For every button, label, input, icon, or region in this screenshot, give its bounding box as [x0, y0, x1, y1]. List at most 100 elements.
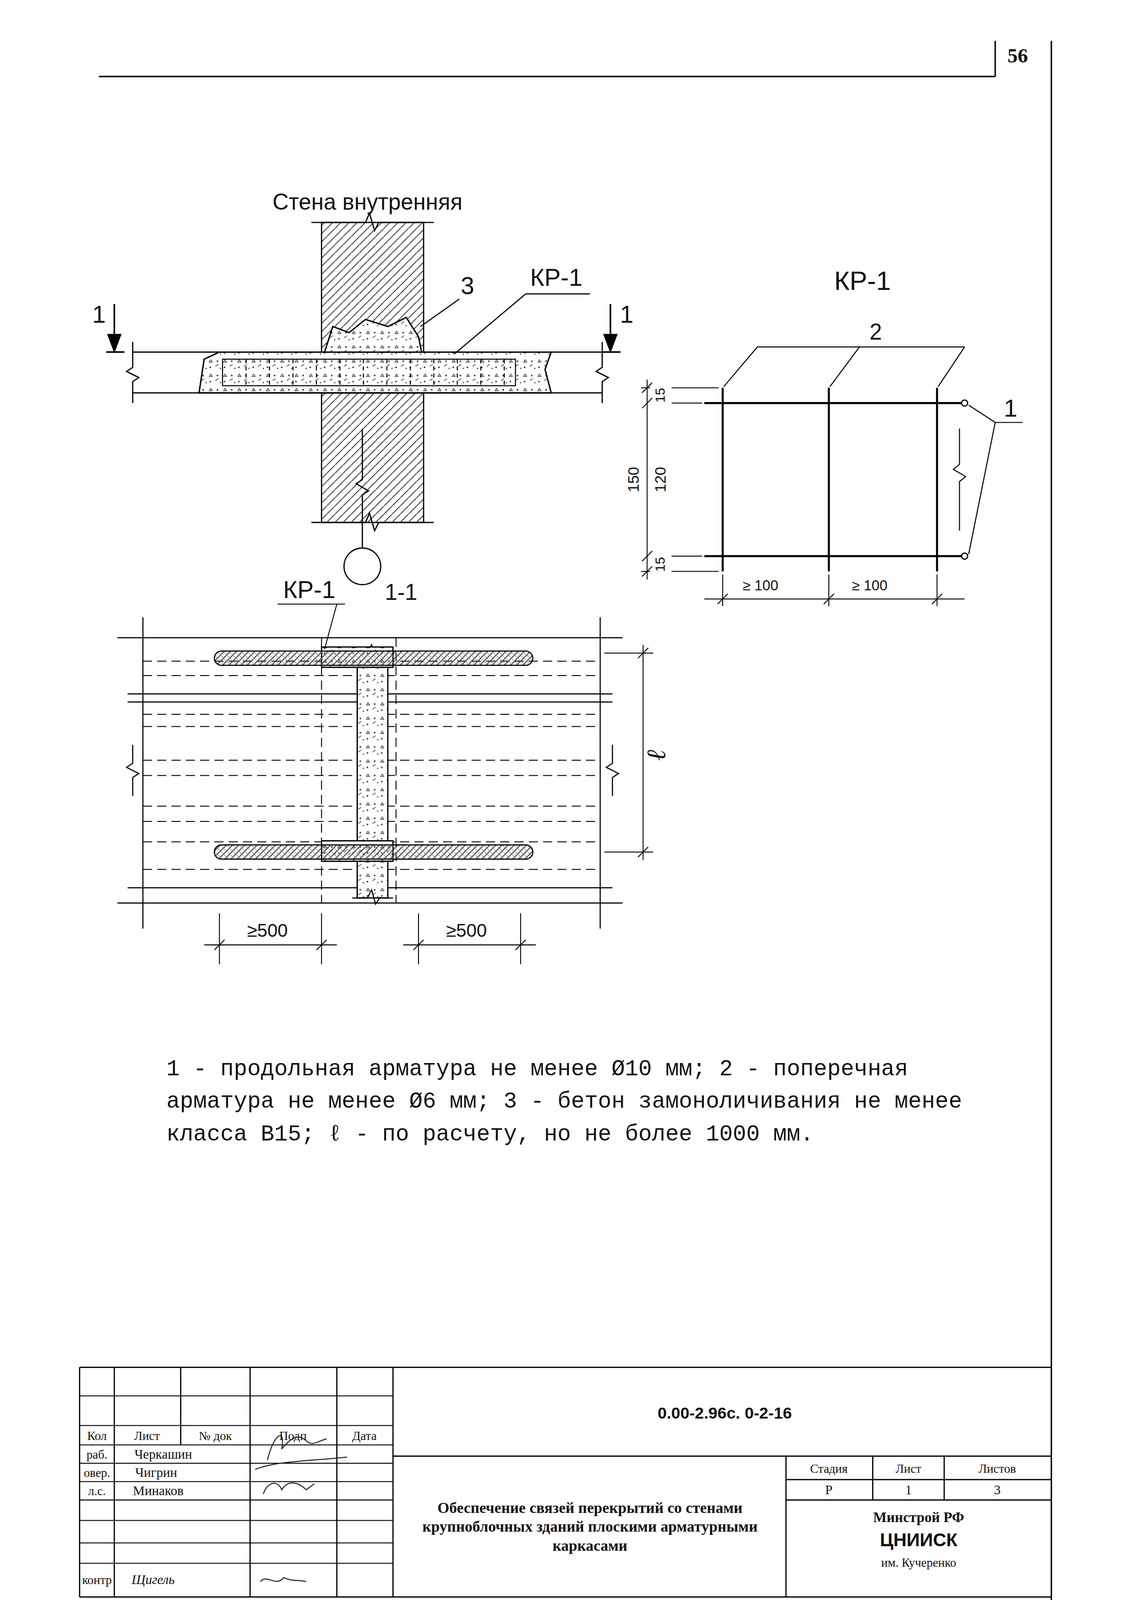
section-markers: [604, 334, 617, 352]
plan-leaders-dimensions: [320, 913, 322, 965]
rebar-frame-detail: [935, 387, 938, 572]
title-block-grid: [180, 1367, 182, 1446]
detail-leaders: [757, 346, 965, 348]
rebar-frame-detail: [961, 553, 968, 559]
rebar-frame-detail: [721, 387, 724, 572]
plan-leaders-dimensions: [277, 603, 346, 605]
title-block-grid: [113, 1367, 115, 1598]
detail-leaders: [968, 405, 996, 423]
detail-leaders: [968, 422, 996, 555]
plan-leaders-dimensions: [218, 913, 220, 965]
section-markers: [602, 351, 621, 353]
plan-slabs: [117, 637, 623, 639]
title-block-grid: [79, 1366, 1052, 1369]
signatures: [260, 1577, 307, 1582]
leader-lines: [420, 299, 460, 327]
sheet-frame: [98, 41, 1052, 1600]
callout-number: 1: [1003, 394, 1018, 423]
axis-bubble: [344, 547, 382, 585]
signatures: [263, 1483, 315, 1494]
section-markers: [108, 334, 121, 352]
slab-section: [126, 317, 609, 404]
plan-slabs: [606, 744, 619, 797]
title-block-grid: [785, 1456, 787, 1598]
table-cell: контр: [82, 1572, 112, 1587]
sheet-frame: [98, 75, 996, 78]
slab-section: [324, 317, 422, 352]
detail-dimensions: [671, 555, 703, 557]
slab-section: [324, 317, 422, 352]
axis-bubble: [344, 428, 382, 585]
frame-mark: КР-1: [530, 263, 583, 292]
table-header: Подп: [279, 1429, 307, 1444]
rebar-cage-section: [222, 359, 516, 386]
title-block-grid: [785, 1499, 1052, 1501]
table-header: Стадия: [810, 1461, 848, 1476]
slab-section: [596, 341, 609, 404]
wall-label: Стена внутренняя: [272, 189, 463, 216]
table-cell: раб.: [86, 1447, 108, 1462]
plan-slabs: [126, 744, 140, 797]
title-block-grid: [79, 1367, 1052, 1598]
detail-dimensions: [671, 571, 719, 573]
leader-lines: [454, 294, 526, 355]
plan-rebar-frames: [214, 651, 533, 860]
signatures: [255, 1435, 348, 1582]
dimension: 15: [652, 557, 668, 572]
table-cell: 3: [993, 1482, 1001, 1498]
detail-dimensions: [640, 379, 965, 607]
plan-joint-concrete: [351, 889, 393, 905]
detail-dimensions: [936, 574, 938, 606]
detail-leaders: [938, 346, 965, 387]
plan-leaders-dimensions: [413, 940, 526, 951]
detail-leaders: [723, 346, 1023, 554]
leader-lines: [525, 293, 590, 295]
plan-leaders-dimensions: [324, 604, 337, 649]
detail-title: КР-1: [834, 265, 891, 296]
organization: Минстрой РФ: [873, 1509, 965, 1526]
axis-bubble: [356, 428, 369, 548]
detail-dimensions: [717, 594, 943, 605]
wall-section: [321, 392, 424, 523]
section-markers: [106, 351, 125, 353]
dimension: ≥500: [247, 920, 288, 942]
detail-dimensions: [641, 382, 652, 577]
title-block-grid: [79, 1596, 1052, 1598]
rebar-frame-detail: [953, 428, 966, 531]
plan-joint-concrete: [321, 645, 393, 905]
detail-leaders: [829, 346, 860, 387]
callout-number: 2: [869, 318, 882, 345]
slab-section: [126, 341, 140, 404]
plan-leaders-dimensions: [604, 851, 653, 853]
plan-leaders-dimensions: [520, 913, 522, 965]
page-number: 56: [1007, 44, 1029, 68]
rebar-cage-section: [246, 359, 505, 386]
leader-lines: [420, 294, 590, 355]
table-cell: 1: [904, 1482, 912, 1498]
sheet-frame: [994, 41, 996, 77]
detail-dimensions: [722, 574, 724, 606]
table-header: Дата: [351, 1429, 377, 1444]
organization: им. Кучеренко: [881, 1555, 957, 1570]
title-block-grid: [943, 1456, 946, 1500]
section-mark: 1: [620, 300, 634, 329]
plan-slabs: [142, 617, 144, 929]
slab-section: [199, 351, 552, 393]
plan-slabs: [117, 617, 623, 929]
sheet-frame: [1050, 41, 1053, 1600]
dimension: 15: [652, 387, 668, 403]
note-text: 1 - продольная арматура не менее Ø10 мм;…: [166, 1053, 983, 1152]
wall-section: [311, 213, 435, 231]
plan-rebar-frames: [214, 651, 533, 666]
table-header: Лист: [895, 1461, 922, 1476]
rebar-cage-section: [222, 359, 516, 386]
wall-section: [321, 222, 424, 352]
dimension: ≥ 100: [852, 577, 888, 595]
title-block-grid: [872, 1456, 874, 1500]
detail-leaders: [723, 346, 758, 387]
rebar-frame-detail: [704, 387, 968, 572]
document-code: 0.00-2.96с. 0-2-16: [657, 1404, 792, 1423]
table-cell: Черкашин: [134, 1447, 193, 1463]
plan-slabs: [117, 902, 623, 904]
